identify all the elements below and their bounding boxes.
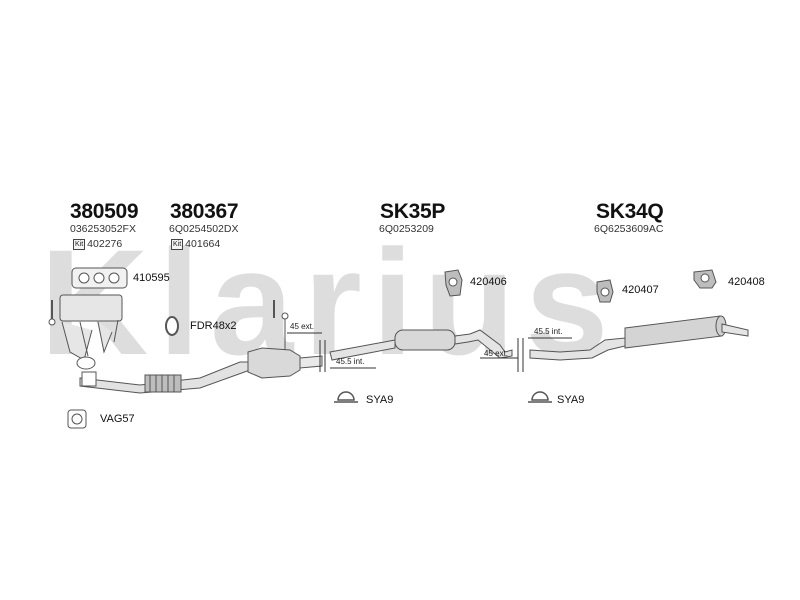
mount-label-3: 420408 [728, 276, 765, 288]
clamp-label-2: SYA9 [557, 394, 585, 406]
part-number-4: SK34Q [596, 200, 664, 223]
centre-section [329, 329, 513, 361]
part-number-2: 380367 [170, 200, 239, 223]
manifold-gasket [71, 267, 128, 289]
oem-number-1: 036253052FX [70, 223, 136, 235]
joint-ext-1: 45 ext. [290, 322, 315, 331]
mount-label-2: 420407 [622, 284, 659, 296]
kit-badge: Kit [171, 238, 184, 250]
exhaust-manifold [48, 294, 123, 370]
mount-icons [444, 269, 717, 303]
watermark: Klarius [40, 218, 619, 386]
mount-label-1: 420406 [470, 276, 507, 288]
gasket-label: 410595 [133, 272, 170, 284]
joint-int-2: 45.5 int. [534, 327, 563, 336]
joint-ext-2: 45 ext. [484, 349, 509, 358]
kit-badge: Kit [73, 238, 86, 250]
joint-markers [287, 332, 572, 372]
kit-number-2: 401664 [185, 238, 221, 250]
vag-label: VAG57 [100, 413, 135, 425]
kit-number-1: 402276 [87, 238, 123, 250]
fdr-label: FDR48x2 [190, 320, 237, 332]
oem-number-3: 6Q0253209 [379, 223, 434, 235]
part-number-1: 380509 [70, 200, 139, 223]
vag-seal-icon [67, 409, 87, 429]
kit-row-2: Kit 401664 [171, 238, 220, 250]
fdr-ring-icon [165, 316, 179, 336]
kit-row-1: Kit 402276 [73, 238, 122, 250]
front-pipe [79, 361, 251, 394]
rear-section [529, 315, 749, 361]
catalytic-converter [247, 300, 323, 379]
oem-number-2: 6Q0254502DX [169, 223, 239, 235]
clamp-icons [334, 391, 552, 403]
part-number-3: SK35P [380, 200, 446, 223]
oem-number-4: 6Q6253609AC [594, 223, 664, 235]
joint-int-1: 45.5 int. [336, 357, 365, 366]
clamp-label-1: SYA9 [366, 394, 394, 406]
